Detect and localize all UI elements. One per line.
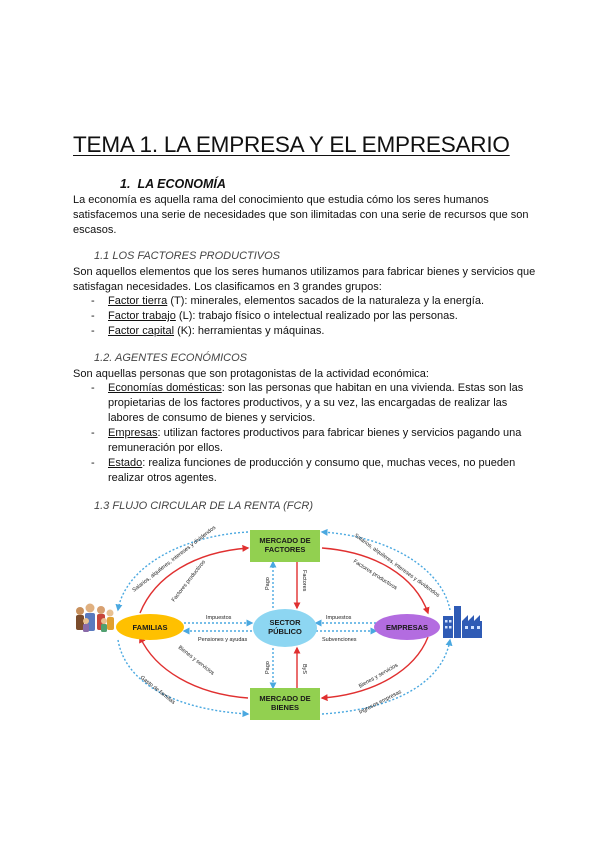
paragraph-economia: La economía es aquella rama del conocimi… [73,194,529,236]
label-salarios-left: Salarios, alquileres, intereses y divide… [132,525,218,594]
node-empresas [374,614,440,640]
list-dash: - [91,310,95,322]
list-text: (T): minerales, elementos sacados de la … [167,295,485,307]
flow-real-inner-bottom-left [139,635,249,699]
label-bys: ByS [301,664,307,674]
subheading-factores-productivos: 1.1 LOS FACTORES PRODUCTIVOS [94,250,281,262]
list-term: Economías domésticas [108,382,222,394]
paragraph-agentes-intro: Son aquellas personas que son protagonis… [73,368,429,380]
flow-real-inner-top-left [139,544,250,614]
list-text: (K): herramientas y máquinas. [174,325,325,337]
flow-real-inner-bottom-right [320,636,429,702]
node-mercado-factores [250,530,320,562]
label-gasto-familias: Gasto de familias [139,675,176,706]
label-pensiones: Pensiones y ayudas [198,637,247,643]
paragraph-factores-intro: Son aquellos elementos que los seres hum… [73,266,536,293]
flow-money-outer-top-left [115,531,249,612]
family-people-icon [76,603,114,632]
list-term: Factor trabajo [108,310,176,322]
flow-real-inner-top-right [321,547,430,615]
flow-money-outer-bottom-left [117,639,250,718]
label-pago-bottom: Pago [265,661,271,674]
list-text: : realiza funciones de producción y cons… [108,457,516,484]
list-dash: - [91,325,95,337]
label-impuestos-right: Impuestos [326,615,352,621]
list-term: Estado [108,457,143,469]
list-text: : son las personas que habitan en una vi… [108,382,524,424]
label-factores-productivos-left: Factores productivos [171,559,207,603]
section-title: LA ECONOMÍA [137,177,226,191]
node-familias-label: FAMILIAS [133,623,168,632]
page-title: TEMA 1. LA EMPRESA Y EL EMPRESARIO [73,132,510,157]
section-number: 1. [120,177,131,191]
list-dash: - [91,457,95,469]
factory-icon [443,606,482,638]
subheading-flujo-circular: 1.3 FLUJO CIRCULAR DE LA RENTA (FCR) [94,500,314,512]
node-familias [116,614,184,640]
label-bienes-servicios-left: Bienes y servicios [177,645,216,677]
list-term: Factor capital [108,325,175,337]
label-subvenciones: Subvenciones [322,637,357,643]
flow-money-outer-bottom-right [321,638,453,715]
list-dash: - [91,382,95,394]
list-dash: - [91,427,95,439]
label-pago-top: Pago [265,577,271,590]
label-ingresos-empresas: Ingresos empresas [358,689,403,716]
subheading-agentes-economicos: 1.2. AGENTES ECONÓMICOS [94,352,248,364]
label-factores-short: Factores [301,570,307,592]
node-mercado-bienes [250,688,320,720]
list-text: (L): trabajo físico o intelectual realiz… [175,310,458,322]
label-impuestos-left: Impuestos [206,615,232,621]
node-sector-publico [253,609,317,647]
flow-money-outer-top-right [320,528,451,611]
list-term: Factor tierra [108,295,168,307]
node-empresas-label: EMPRESAS [386,623,428,632]
list-dash: - [91,295,95,307]
section-heading-economia: 1. LA ECONOMÍA [120,177,226,191]
list-text: : utilizan factores productivos para fab… [108,427,522,454]
list-term: Empresas [108,427,158,439]
